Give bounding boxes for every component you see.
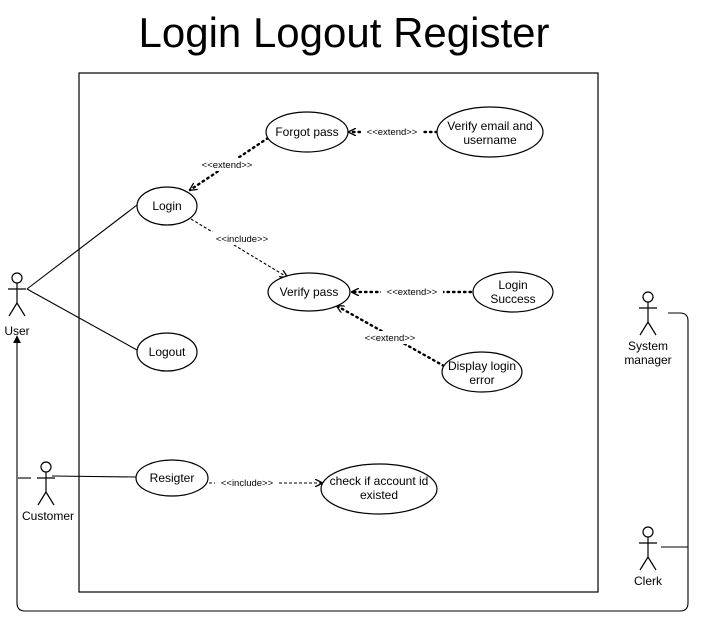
stick-figure-icon xyxy=(8,272,26,317)
stick-figure-icon xyxy=(37,461,55,506)
svg-text:Forgot pass: Forgot pass xyxy=(275,125,338,139)
login-verify-include-arrow xyxy=(190,218,287,277)
svg-text:existed: existed xyxy=(360,488,398,502)
stereotype-register-check: <<include>> xyxy=(215,476,279,489)
use-case-verify-email: Verify email and username xyxy=(436,106,544,158)
svg-text:Verify email and: Verify email and xyxy=(447,119,532,133)
stereotype-verify-pass-success: <<extend>> xyxy=(381,285,443,298)
svg-text:<<include>>: <<include>> xyxy=(216,234,269,245)
actor-clerk-label: Clerk xyxy=(634,574,663,588)
svg-text:<<include>>: <<include>> xyxy=(221,478,274,489)
svg-text:<<extend>>: <<extend>> xyxy=(387,287,438,298)
stereotype-login-verify-pass: <<include>> xyxy=(209,232,275,245)
user-login-association xyxy=(26,204,138,290)
use-case-logout: Logout xyxy=(136,332,198,372)
stick-figure-icon xyxy=(639,291,657,336)
actor-system-manager: System manager xyxy=(624,291,672,367)
customer-register-association xyxy=(51,475,138,478)
svg-text:Display login: Display login xyxy=(448,359,516,373)
svg-text:<<extend>>: <<extend>> xyxy=(365,333,416,344)
stick-figure-icon xyxy=(639,526,657,571)
use-case-login-success: Login Success xyxy=(472,271,554,313)
svg-text:check if account id: check if account id xyxy=(330,474,429,488)
actor-clerk: Clerk xyxy=(634,526,663,588)
user-logout-association xyxy=(26,288,138,351)
stereotype-login-forgot: <<extend>> xyxy=(196,158,258,171)
svg-text:Success: Success xyxy=(490,292,535,306)
actor-customer: Customer xyxy=(22,461,74,523)
generalization-line xyxy=(13,312,689,612)
system-boundary xyxy=(78,72,599,593)
svg-text:error: error xyxy=(469,373,494,387)
svg-text:username: username xyxy=(463,133,517,147)
svg-text:<<extend>>: <<extend>> xyxy=(367,127,418,138)
svg-text:Logout: Logout xyxy=(149,345,186,359)
svg-text:Resigter: Resigter xyxy=(150,471,195,485)
use-case-register: Resigter xyxy=(135,459,209,497)
actor-user-label: User xyxy=(4,324,29,338)
use-case-verify-pass: Verify pass xyxy=(267,272,351,312)
diagram-title: Login Logout Register xyxy=(139,9,550,56)
use-case-forgot-pass: Forgot pass xyxy=(265,111,349,153)
svg-text:Login: Login xyxy=(498,278,527,292)
use-case-display-login-error: Display login error xyxy=(441,351,523,393)
actor-user: User xyxy=(4,272,30,338)
svg-text:<<extend>>: <<extend>> xyxy=(202,160,253,171)
actor-customer-label: Customer xyxy=(22,509,74,523)
actor-system-manager-label-2: manager xyxy=(624,353,671,367)
svg-text:Verify pass: Verify pass xyxy=(280,285,339,299)
stereotype-verify-pass-error: <<extend>> xyxy=(359,331,421,344)
stereotype-forgot-verify-email: <<extend>> xyxy=(361,125,423,138)
svg-text:Login: Login xyxy=(152,199,181,213)
use-case-login: Login xyxy=(136,186,198,226)
login-forgot-extend-arrow xyxy=(190,136,270,190)
actor-system-manager-label: System xyxy=(628,339,668,353)
use-case-check-account: check if account id existed xyxy=(320,463,438,515)
